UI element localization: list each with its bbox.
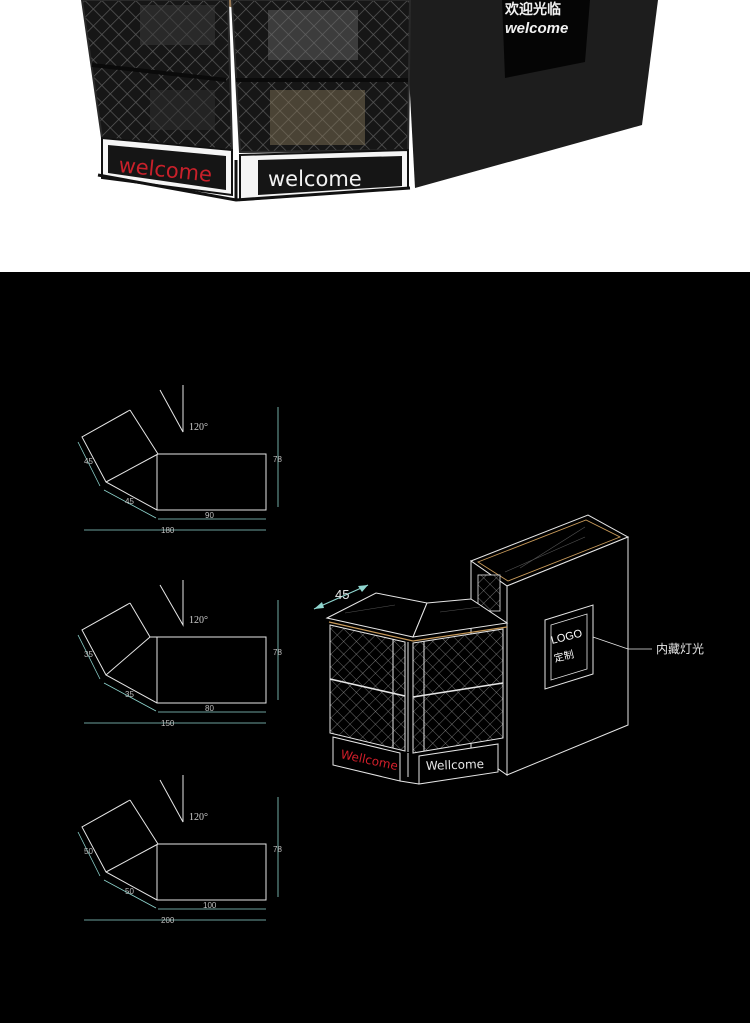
- plan-outline: [81, 602, 267, 704]
- plan-view-2: 120° 78 35 35 80 150: [77, 580, 282, 728]
- bottom-panel-left-face: [108, 145, 226, 190]
- angle-label: 120°: [189, 422, 208, 433]
- total-label: 150: [161, 719, 175, 728]
- isometric-view: 45 LOGO 定制 内藏灯光: [313, 514, 704, 785]
- technical-drawing: 120° 78 45 45 90 180 120° 78 35 35: [0, 272, 750, 1023]
- side-b-label: 35: [125, 690, 134, 699]
- plan-view-1: 120° 78 45 45 90 180: [77, 385, 282, 535]
- product-photo: 欢迎光临 welcome welcome welcome: [0, 0, 750, 272]
- front-label: 80: [205, 704, 214, 713]
- front-label: 100: [203, 901, 217, 910]
- drawing-canvas: 120° 78 45 45 90 180 120° 78 35 35: [77, 385, 704, 925]
- bottom-panel-right: [418, 743, 499, 785]
- side-b-label: 45: [125, 497, 134, 506]
- side-b-label: 50: [125, 887, 134, 896]
- plan-outline: [81, 409, 267, 511]
- height-label: 78: [273, 845, 282, 854]
- panel-right-text: welcome: [268, 167, 362, 191]
- angle-label: 120°: [189, 812, 208, 823]
- right-mesh-panel: [412, 628, 504, 754]
- bottle-shelf-upper-left: [140, 5, 215, 45]
- angle-mark: [159, 775, 184, 823]
- angle-mark: [159, 580, 184, 627]
- counter-top-edge: [328, 621, 508, 642]
- side-a-label: 45: [84, 457, 93, 466]
- front-label: 90: [205, 511, 214, 520]
- bottle-shelf-lower-right: [270, 90, 365, 145]
- counter-render: 欢迎光临 welcome welcome welcome: [80, 0, 658, 202]
- side-a-label: 35: [84, 650, 93, 659]
- logo-box: [544, 604, 594, 690]
- sign-en: welcome: [505, 20, 568, 37]
- height-label: 78: [273, 455, 282, 464]
- side-a-label: 50: [84, 847, 93, 856]
- plan-outline: [81, 799, 267, 901]
- bottle-shelf-upper-right: [268, 10, 358, 60]
- angle-mark: [159, 385, 184, 433]
- plan-view-3: 120° 78 50 50 100 200: [77, 775, 282, 925]
- logo-recess: [502, 0, 590, 78]
- callout-text: 内藏灯光: [656, 642, 704, 656]
- callout-line: [592, 636, 629, 650]
- angle-label: 120°: [189, 615, 208, 626]
- tall-cabinet: [405, 0, 658, 188]
- bottle-shelf-lower-left: [150, 90, 215, 130]
- total-label: 200: [161, 916, 175, 925]
- sign-cn: 欢迎光临: [504, 1, 561, 17]
- iso-dim-label: 45: [335, 587, 349, 602]
- counter-top-right: [412, 598, 509, 638]
- bottom-panel-right-face: [258, 156, 402, 195]
- total-label: 180: [161, 526, 175, 535]
- iso-panel-right-text: Wellcome: [426, 757, 485, 773]
- height-label: 78: [273, 648, 282, 657]
